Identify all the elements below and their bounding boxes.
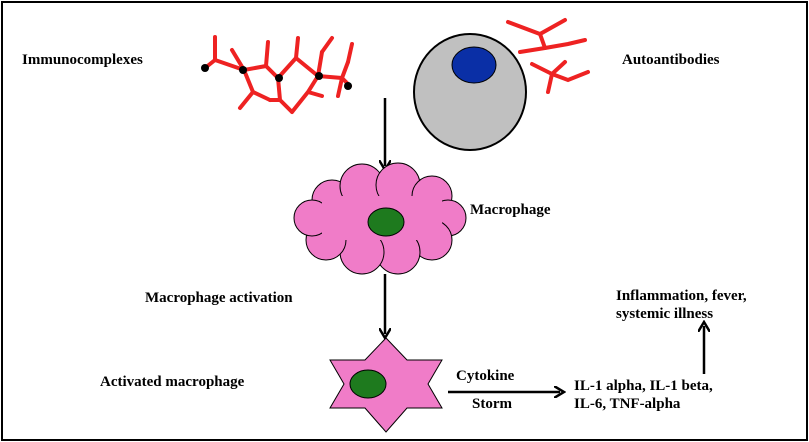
- autoantibody-coated-cell: [413, 18, 590, 151]
- macrophage-cell: [293, 162, 467, 275]
- label-macrophage-activation: Macrophage activation: [145, 290, 293, 306]
- label-storm: Storm: [472, 396, 512, 412]
- cell-nucleus: [451, 46, 497, 84]
- label-immunocomplexes: Immunocomplexes: [22, 52, 143, 68]
- label-macrophage: Macrophage: [470, 202, 551, 218]
- label-cytokines-line2: IL-6, TNF-alpha: [574, 396, 681, 412]
- bound-autoantibodies: [506, 18, 590, 94]
- label-outcome-line2: systemic illness: [616, 306, 714, 322]
- immunocomplex-antigens: [201, 64, 352, 90]
- macrophage-nucleus: [367, 207, 405, 237]
- label-autoantibodies: Autoantibodies: [622, 52, 720, 68]
- label-cytokine: Cytokine: [456, 368, 515, 384]
- label-activated-macrophage: Activated macrophage: [100, 374, 245, 390]
- activated-macrophage-nucleus: [349, 369, 387, 399]
- cell-body: [413, 33, 527, 151]
- label-cytokines-line1: IL-1 alpha, IL-1 beta,: [574, 378, 713, 394]
- label-outcome-line1: Inflammation, fever,: [616, 288, 747, 304]
